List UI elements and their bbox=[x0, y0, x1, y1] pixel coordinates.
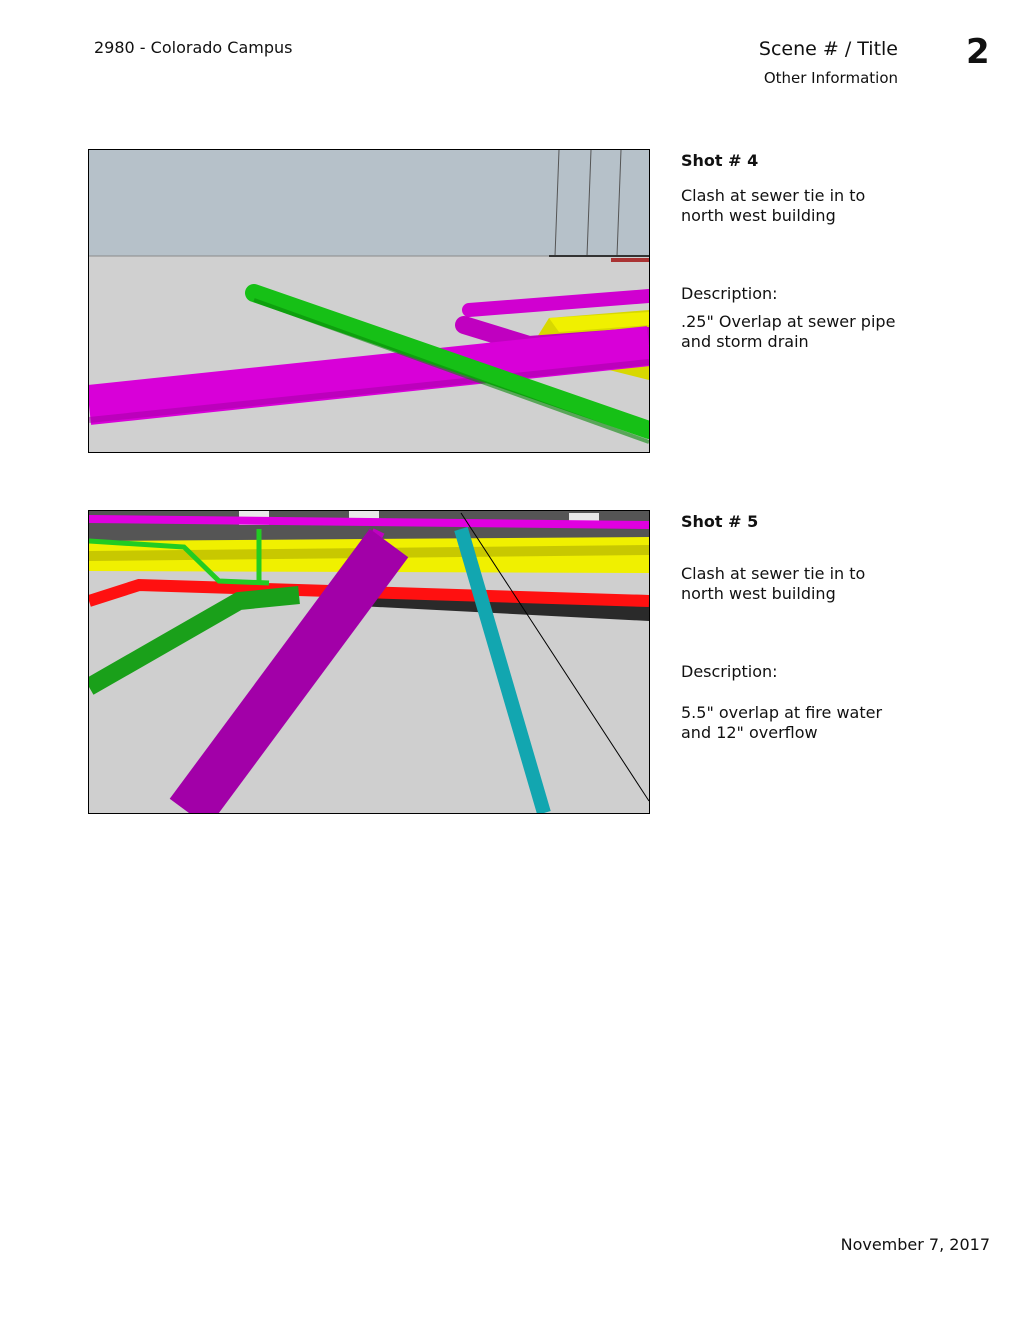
shot-4-caption: Clash at sewer tie in to north west buil… bbox=[681, 186, 866, 225]
shot-4-render bbox=[89, 150, 649, 452]
other-information: Other Information bbox=[763, 69, 898, 87]
page-number: 2 bbox=[966, 32, 990, 72]
scene-title: Scene # / Title bbox=[758, 38, 898, 60]
shot-4-image bbox=[88, 149, 650, 453]
project-title: 2980 - Colorado Campus bbox=[94, 38, 293, 57]
shot-5-caption: Clash at sewer tie in to north west buil… bbox=[681, 564, 866, 603]
shot-5-description-label: Description: bbox=[681, 662, 778, 681]
shot-4-description: .25" Overlap at sewer pipe and storm dra… bbox=[681, 312, 896, 351]
shot-5-image bbox=[88, 510, 650, 814]
shot-5-label: Shot # 5 bbox=[681, 512, 759, 531]
shot-5-render bbox=[89, 511, 649, 813]
shot-5-description: 5.5" overlap at fire water and 12" overf… bbox=[681, 703, 883, 742]
document-date: November 7, 2017 bbox=[840, 1235, 990, 1254]
shot-4-description-label: Description: bbox=[681, 284, 778, 303]
shot-4-label: Shot # 4 bbox=[681, 151, 759, 170]
